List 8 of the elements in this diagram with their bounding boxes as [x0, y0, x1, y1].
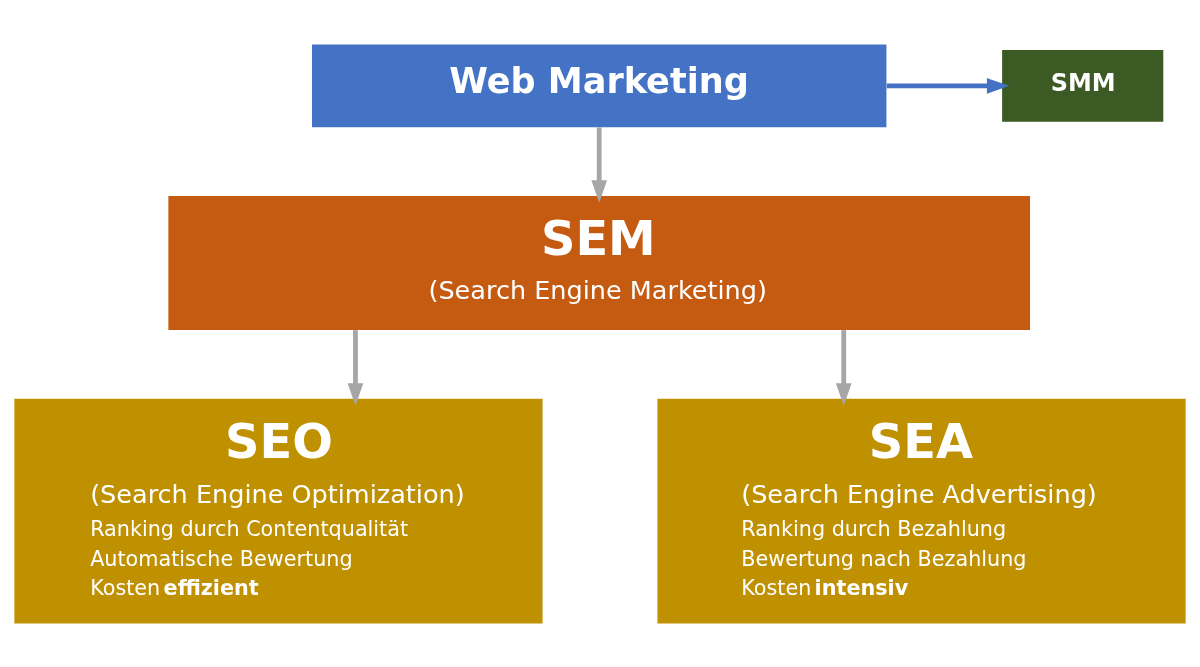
node-box: Web Marketing [312, 43, 887, 127]
node-box: SEO (Search Engine Optimization) Ranking durch Contentqualität Automatische Bewertung Kosteneffizient [14, 398, 543, 624]
node-box: SMM [1002, 49, 1164, 122]
arrow [591, 126, 608, 203]
arrow [835, 329, 852, 406]
arrow [347, 329, 364, 406]
arrow [886, 77, 1010, 94]
node-box: SEM (Search Engine Marketing) [168, 195, 1031, 330]
